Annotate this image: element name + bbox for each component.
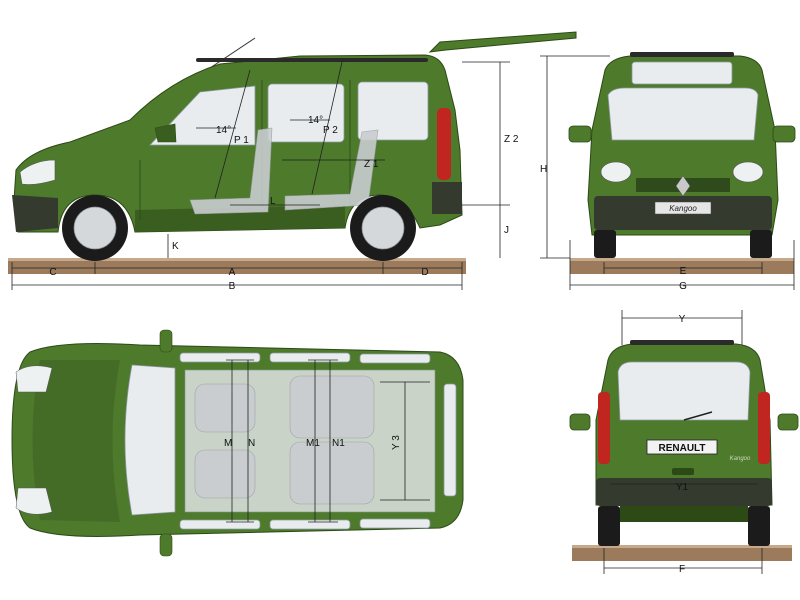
rear-bench-left — [289, 375, 375, 439]
rear-bumper — [432, 182, 462, 214]
rear-left-tail-light — [598, 392, 610, 464]
front-badge-text: Kangoo — [669, 204, 697, 213]
dim-label-m: M — [224, 438, 232, 449]
dim-label-a: A — [229, 267, 236, 278]
rear-brand-text: RENAULT — [658, 443, 705, 454]
rear-bumper-view — [596, 478, 772, 506]
dim-label-j: J — [504, 225, 509, 236]
rear-roof-rail — [630, 340, 734, 345]
front-seat — [189, 127, 273, 215]
dim-label-y3: Y 3 — [391, 435, 402, 450]
dim-label-y: Y — [679, 314, 686, 325]
front-left-headlight — [600, 161, 632, 183]
roof-rail — [196, 58, 428, 62]
dim-label-n: N — [248, 438, 255, 449]
front-badge-plate — [654, 201, 712, 215]
side-view: C A D B K Z 2 J P 1 P 2 14° 14° — [8, 31, 577, 292]
dim-label-f: F — [679, 564, 685, 575]
tail-light — [437, 108, 451, 180]
dim-label-p1: P 1 — [234, 135, 249, 146]
front-dimensions: H E G — [540, 55, 795, 292]
dim-label-d: D — [421, 267, 428, 278]
dim-label-k: K — [172, 241, 179, 252]
top-right-mirror — [159, 533, 173, 557]
windshield — [607, 87, 759, 141]
front-right-seat — [194, 449, 256, 499]
dim-label-z2: Z 2 — [504, 134, 519, 145]
top-view: M N M1 N1 Y 3 — [11, 329, 464, 557]
top-dimensions: M N M1 N1 Y 3 — [224, 359, 430, 523]
dim-label-y1: Y1 — [676, 482, 689, 493]
rear-dimensions: Y Y1 F — [603, 310, 763, 575]
side-dimensions: C A D B K Z 2 J P 1 P 2 14° 14° — [11, 61, 519, 292]
rear-script-badge: Kangoo — [730, 456, 751, 462]
front-view: Kangoo H E G — [540, 52, 796, 292]
rear-window — [617, 361, 751, 421]
headlight — [19, 159, 56, 185]
dim-label-h: H — [540, 164, 547, 175]
rear-seat — [284, 129, 379, 211]
front-left-seat — [194, 383, 256, 433]
right-mirror — [772, 125, 796, 143]
dim-label-c: C — [49, 267, 56, 278]
dim-label-l: L — [270, 196, 276, 207]
angle-label-1: 14° — [216, 125, 231, 136]
dim-label-n1: N1 — [332, 438, 345, 449]
side-ground — [8, 258, 466, 274]
dim-label-e: E — [680, 266, 687, 277]
rear-view: RENAULT Kangoo Y Y1 F — [569, 310, 799, 575]
roof-window — [631, 61, 733, 85]
open-tailgate — [428, 31, 577, 53]
rear-right-tail-light — [758, 392, 770, 464]
dim-label-b: B — [229, 281, 236, 292]
front-bumper — [12, 195, 58, 232]
rear-brand-plate — [646, 439, 718, 455]
side-mirror — [154, 123, 177, 143]
dim-label-z1: Z 1 — [364, 159, 379, 170]
top-left-mirror — [159, 329, 173, 353]
dim-label-p2: P 2 — [323, 125, 338, 136]
rear-wiper — [683, 411, 713, 421]
dim-label-g: G — [679, 281, 687, 292]
rear-bench-right — [289, 441, 375, 505]
front-right-headlight — [732, 161, 764, 183]
top-windshield — [124, 364, 176, 516]
dim-label-m1: M1 — [306, 438, 320, 449]
sliding-door-window — [267, 83, 345, 143]
rear-quarter-window — [357, 81, 429, 141]
front-window — [149, 85, 256, 146]
angle-label-2: 14° — [308, 115, 323, 126]
left-mirror — [568, 125, 592, 143]
